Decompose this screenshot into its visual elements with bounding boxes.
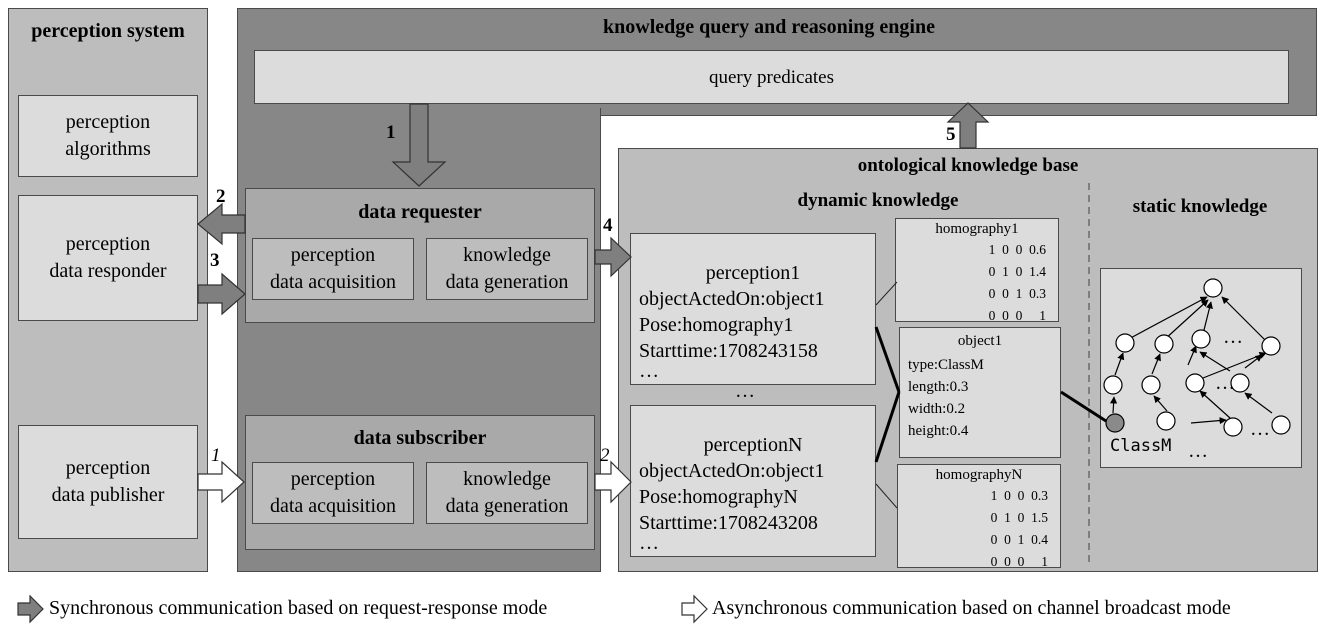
publisher-line2: data publisher [51, 484, 165, 506]
sub-acq-line1: perception [290, 468, 376, 490]
object1-title: object1 [957, 333, 1003, 349]
legend-sync-text: Synchronous communication based on reque… [49, 597, 548, 619]
responder-line1: perception [65, 233, 151, 255]
knowledge-base-title: ontological knowledge base [857, 155, 1079, 176]
sub-gen-line1: knowledge [463, 468, 551, 490]
object1-width: width:0.2 [908, 401, 966, 417]
perception1-box: perception1 objectActedOn:object1 Pose:h… [630, 233, 876, 385]
perception1-name: perception1 [705, 262, 801, 284]
dynamic-knowledge-title: dynamic knowledge [797, 190, 959, 211]
object1-length: length:0.3 [908, 379, 969, 395]
connector-p1-object1 [874, 326, 901, 393]
responder-line2: data responder [49, 260, 167, 282]
engine-title: knowledge query and reasoning engine [603, 16, 935, 38]
async-arrow-2 [594, 460, 632, 504]
sub-gen-line2: data generation [445, 495, 569, 517]
perception-algorithms-box: perception algorithms [18, 95, 198, 177]
subscriber-generation-box: knowledge data generation [426, 462, 588, 524]
arrow-label-3: 3 [210, 250, 220, 271]
req-gen-line1: knowledge [463, 244, 551, 266]
requester-generation-box: knowledge data generation [426, 238, 588, 300]
static-knowledge-title: static knowledge [1132, 196, 1268, 217]
homographyN-row-2: 0 1 0 1.5 [990, 510, 1048, 525]
publisher-line1: perception [65, 457, 151, 479]
arrow-label-4: 4 [603, 215, 613, 236]
homography1-row-3: 0 0 1 0.3 [988, 286, 1046, 301]
connector-object1-classm [1060, 390, 1107, 423]
graph-ellipsis-bottom: … [1188, 440, 1208, 462]
perceptionN-more: … [639, 532, 659, 554]
connector-p1-homography1 [875, 281, 898, 306]
arrow-label-5: 5 [946, 124, 956, 145]
perceptionN-name: perceptionN [703, 434, 803, 456]
sync-arrow-5 [946, 102, 990, 149]
ontology-graph-nodes [1103, 278, 1291, 437]
arrow-label-2: 2 [216, 186, 226, 207]
homographyN-row-4: 0 0 0 1 [990, 554, 1048, 569]
sync-arrow-3 [197, 272, 246, 316]
query-predicates-box: query predicates [254, 50, 1289, 104]
perceptionN-object: objectActedOn:object1 [639, 460, 825, 482]
classm-node [1105, 413, 1125, 433]
graph-ellipsis-right: … [1250, 418, 1270, 440]
homography1-row-1: 1 0 0 0.6 [988, 242, 1046, 257]
homographyN-row-1: 1 0 0 0.3 [990, 488, 1048, 503]
perceptionN-start: Starttime:1708243208 [639, 512, 818, 534]
data-requester-title: data requester [358, 201, 482, 223]
async-label-2: 2 [600, 445, 610, 466]
subscriber-acquisition-box: perception data acquisition [252, 462, 414, 524]
requester-acquisition-box: perception data acquisition [252, 238, 414, 300]
homography1-box: homography1 1 0 0 0.6 0 1 0 1.4 0 0 1 0.… [895, 218, 1059, 323]
req-gen-line2: data generation [445, 271, 569, 293]
ontology-graph-edges [1110, 296, 1273, 425]
data-subscriber-title: data subscriber [353, 427, 487, 449]
algorithms-line2: algorithms [65, 138, 151, 160]
connector-pN-homographyN [875, 483, 898, 509]
perception1-start: Starttime:1708243158 [639, 340, 818, 362]
homography1-row-4: 0 0 0 1 [988, 308, 1046, 323]
sync-legend-arrow-icon [17, 594, 44, 624]
perception1-more: … [639, 360, 659, 382]
perception1-object: objectActedOn:object1 [639, 288, 825, 310]
object1-height: height:0.4 [908, 423, 969, 439]
homography1-row-2: 0 1 0 1.4 [988, 264, 1046, 279]
perception-data-responder-box: perception data responder [18, 195, 198, 321]
legend-async-text: Asynchronous communication based on chan… [712, 597, 1231, 619]
async-arrow-1 [197, 460, 245, 504]
perceptionN-box: perceptionN objectActedOn:object1 Pose:h… [630, 405, 876, 557]
homography1-title: homography1 [935, 221, 1019, 237]
homographyN-title: homographyN [935, 467, 1023, 483]
sync-arrow-4 [594, 236, 632, 278]
req-acq-line2: data acquisition [269, 271, 397, 293]
graph-ellipsis-middle: … [1215, 372, 1235, 394]
perception-data-publisher-box: perception data publisher [18, 425, 198, 539]
perception-list-ellipsis: … [735, 380, 755, 402]
async-label-1: 1 [211, 445, 221, 466]
object1-type: type:ClassM [908, 357, 984, 373]
connector-pN-object1 [874, 391, 901, 463]
algorithms-line1: perception [65, 111, 151, 133]
sub-acq-line2: data acquisition [269, 495, 397, 517]
sync-arrow-1 [391, 103, 447, 187]
async-legend-arrow-icon [681, 594, 708, 624]
req-acq-line1: perception [290, 244, 376, 266]
classm-label: ClassM [1110, 436, 1172, 456]
graph-ellipsis-upper: … [1223, 326, 1243, 348]
perception1-pose: Pose:homography1 [639, 314, 794, 336]
homographyN-row-3: 0 0 1 0.4 [990, 532, 1048, 547]
perceptionN-pose: Pose:homographyN [639, 486, 798, 508]
homographyN-box: homographyN 1 0 0 0.3 0 1 0 1.5 0 0 1 0.… [897, 464, 1061, 569]
arrow-label-1: 1 [386, 122, 396, 143]
sync-arrow-2 [197, 202, 246, 246]
perception-system-title: perception system [31, 20, 185, 42]
